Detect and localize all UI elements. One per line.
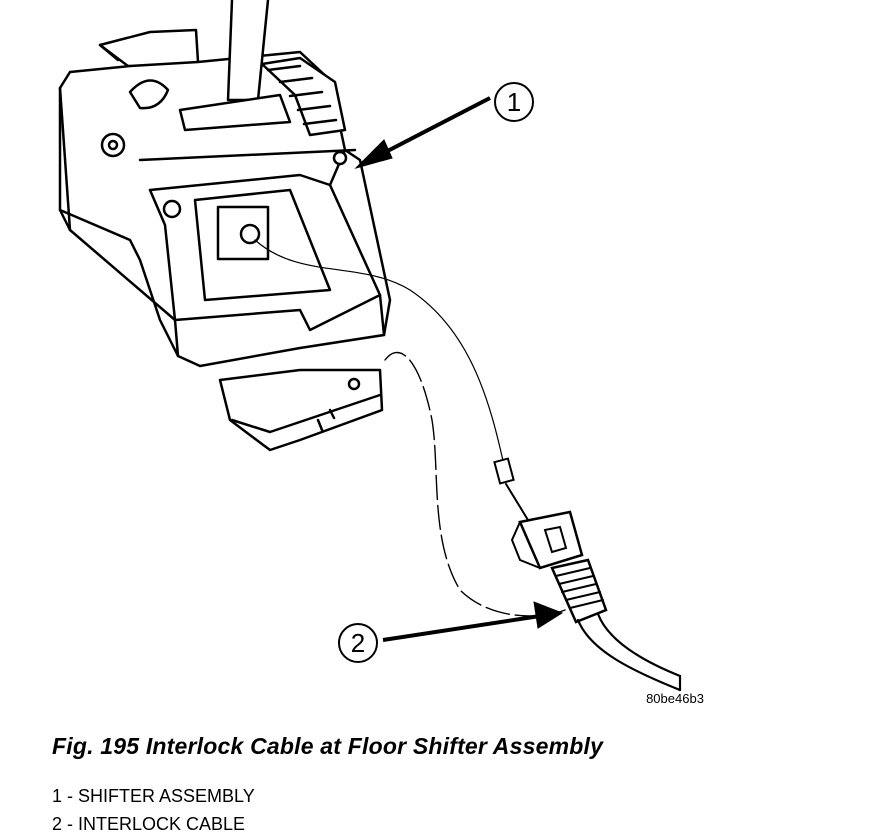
callout-circle-1 — [494, 82, 534, 122]
callout-number-1: 1 — [507, 87, 521, 117]
legend-item-shifter-assembly: 1 - SHIFTER ASSEMBLY — [52, 786, 255, 806]
callout-circle-2 — [338, 623, 378, 663]
callout-arrowhead-1 — [354, 139, 393, 169]
callout-2: 2 — [338, 623, 378, 663]
callout-arrowhead-2 — [533, 601, 564, 629]
figure-legend: 1 - SHIFTER ASSEMBLY 2 - INTERLOCK CABLE — [52, 782, 255, 838]
legend-item-interlock-cable: 2 - INTERLOCK CABLE — [52, 814, 246, 834]
callout-arrow-1 — [369, 96, 491, 162]
callout-number-2: 2 — [351, 628, 365, 658]
callout-arrow-2 — [382, 614, 541, 642]
interlock-cable-drawing — [254, 239, 682, 692]
shifter-assembly-drawing — [58, 0, 392, 452]
callout-arrows — [354, 96, 564, 642]
callout-1: 1 — [494, 82, 534, 122]
reference-code: 80be46b3 — [646, 691, 704, 706]
figure-caption: Fig. 195 Interlock Cable at Floor Shifte… — [52, 733, 604, 759]
